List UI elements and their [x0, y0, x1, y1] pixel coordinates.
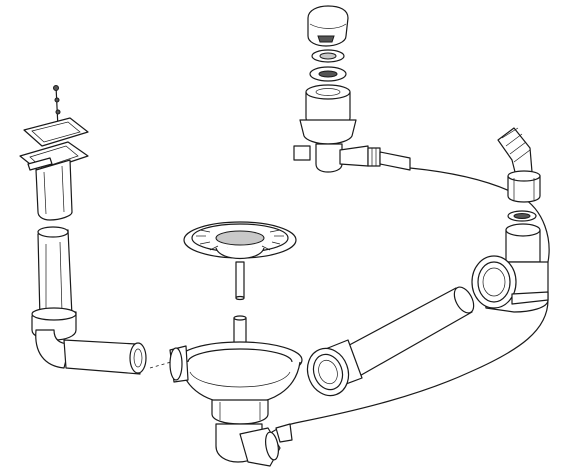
strainer-stem — [233, 261, 247, 355]
drain-pipe-long — [306, 286, 475, 397]
pop-up-frame — [19, 141, 89, 221]
waste-bowl — [169, 341, 303, 425]
tailpiece-pipe — [31, 226, 147, 375]
trap-elbow — [215, 423, 293, 467]
overflow-washer — [311, 49, 345, 63]
hose-connector — [497, 127, 541, 203]
overflow-hose — [339, 145, 411, 171]
pop-up-stopper — [23, 85, 89, 147]
overflow-body — [293, 84, 357, 173]
overflow-nut — [309, 66, 347, 82]
overflow-button — [307, 5, 349, 47]
tee-fitting — [471, 223, 549, 313]
basket-strainer — [183, 221, 297, 259]
connector-washer — [507, 210, 537, 222]
